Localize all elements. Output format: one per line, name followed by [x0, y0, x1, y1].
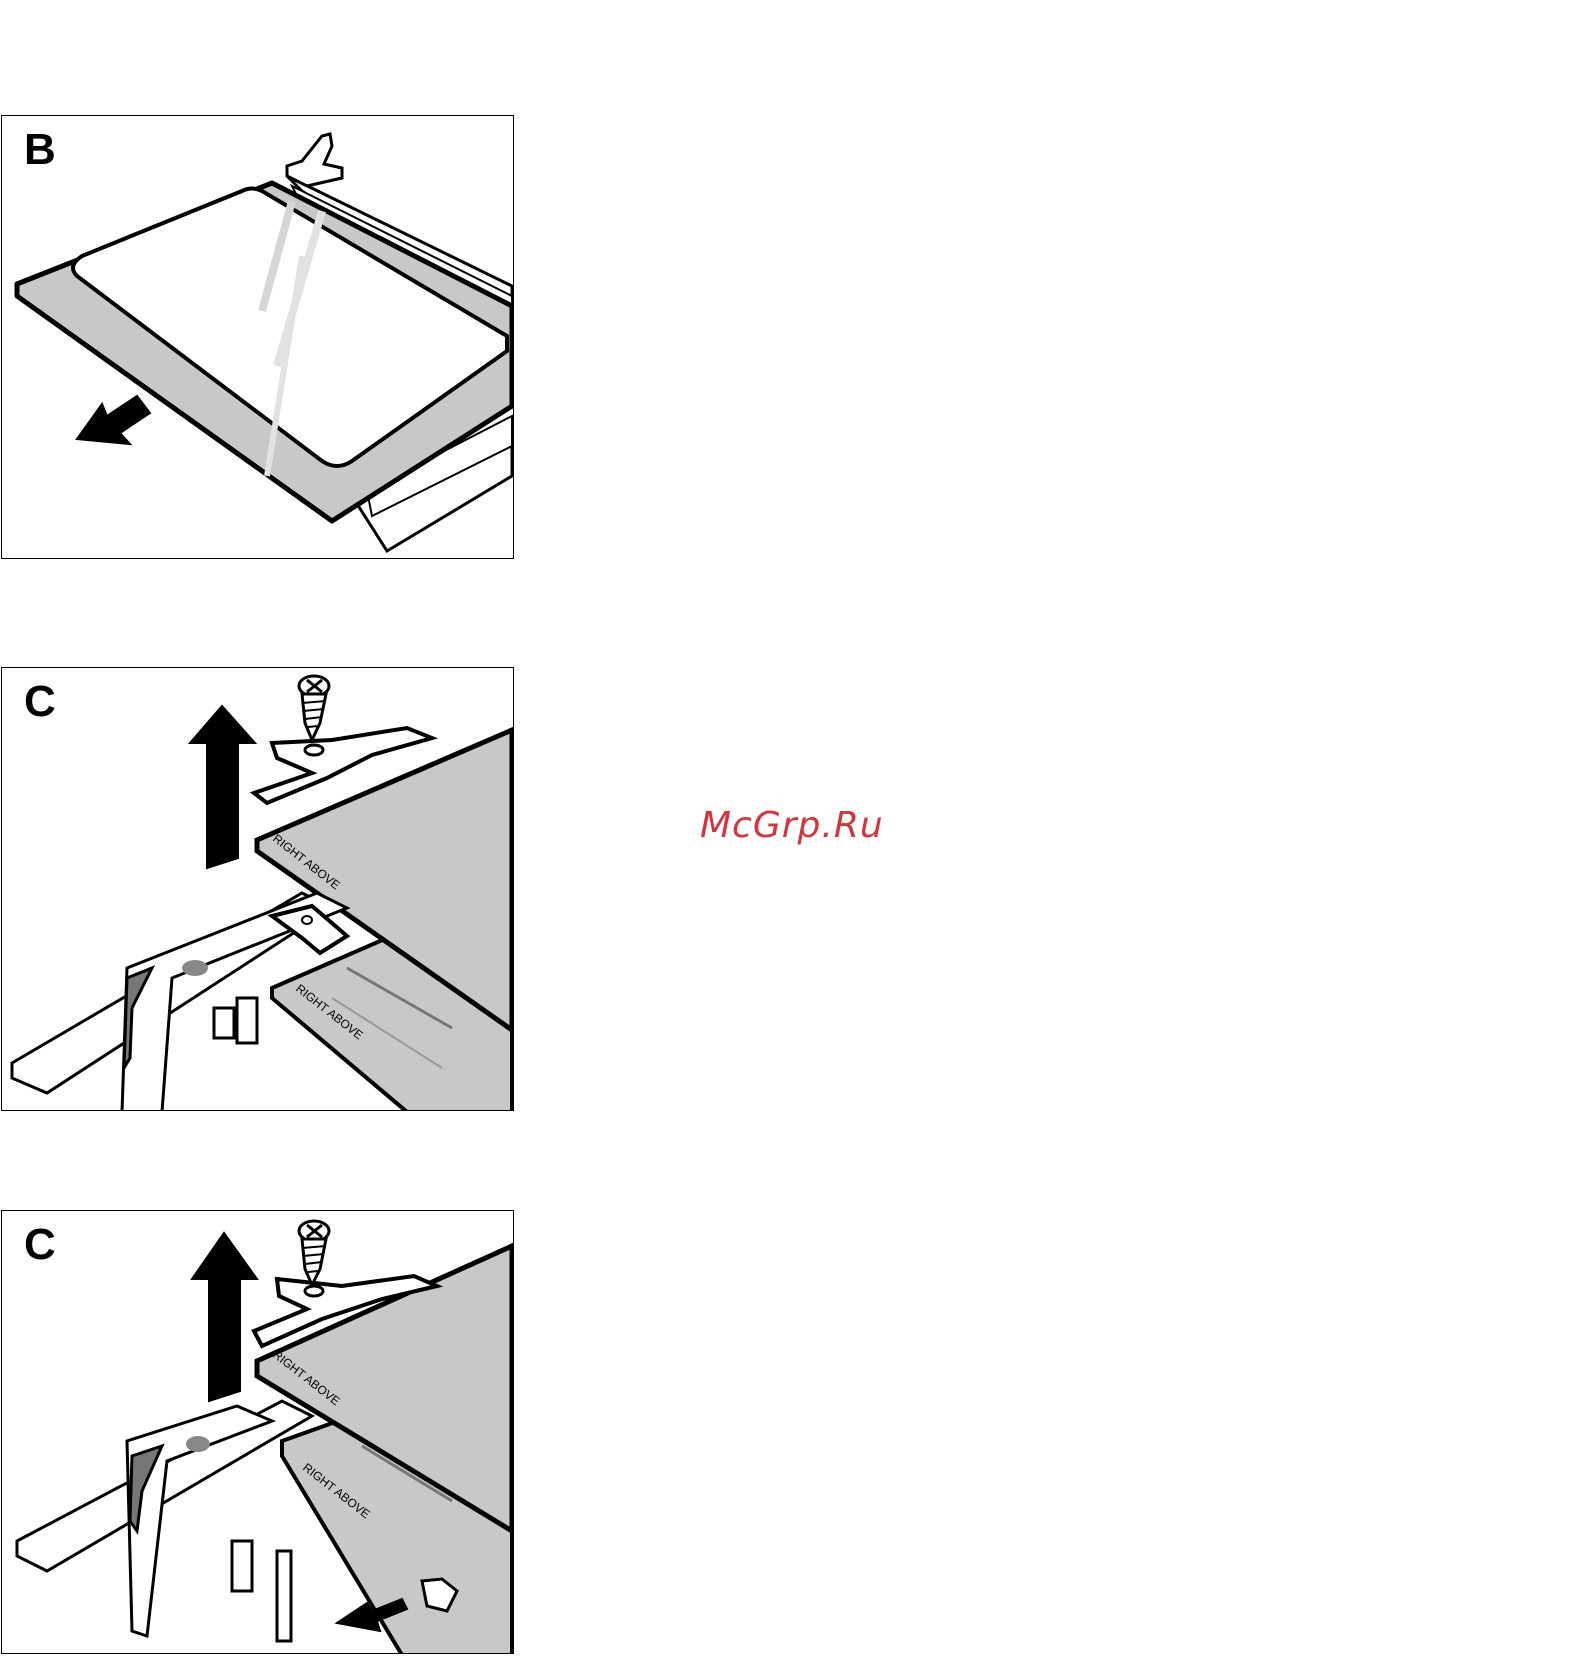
panel-letter: C	[24, 1223, 56, 1267]
up-arrow-icon	[192, 1233, 257, 1401]
bracket-removal-drawing: RIGHT ABOVE RIGHT ABOVE	[2, 668, 514, 1111]
illustration-panel-b: B	[1, 115, 514, 559]
up-arrow-icon	[190, 706, 255, 868]
panel-letter: B	[24, 128, 56, 172]
illustration-panel-c-1: RIGHT ABOVE RIGHT ABOVE C	[1, 667, 514, 1111]
illustration-panel-c-2: RIGHT ABOVE RIGHT ABOVE C	[1, 1210, 514, 1654]
direction-arrow-icon	[77, 396, 150, 444]
screw-icon	[299, 676, 329, 740]
bracket-removal-drawing: RIGHT ABOVE RIGHT ABOVE	[2, 1211, 514, 1654]
screw-icon	[299, 1221, 329, 1285]
panel-letter: C	[24, 680, 56, 724]
glass-pane-removal-drawing	[2, 116, 514, 559]
watermark: McGrp.Ru	[700, 805, 884, 846]
